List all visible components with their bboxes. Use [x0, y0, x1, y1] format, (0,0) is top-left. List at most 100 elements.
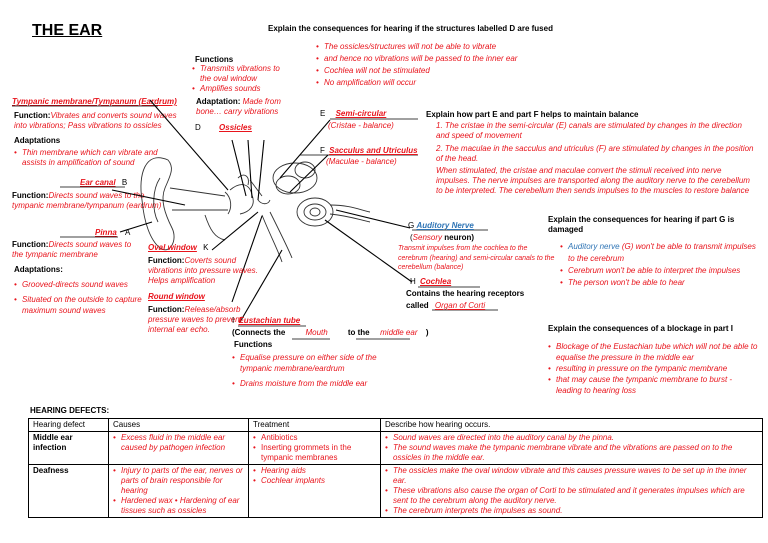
connects-mid: to the — [347, 328, 370, 337]
defects-table: Hearing defect Causes Treatment Describe… — [28, 418, 763, 518]
list-item: resulting in pressure on the tympanic me… — [548, 363, 758, 374]
ossicles-adaptation: Adaptation: Made from bone… carry vibrat… — [196, 97, 308, 117]
pinna-function: Function:Directs sound waves to the tymp… — [12, 240, 142, 260]
cochlea-label: H Cochlea — [410, 277, 451, 287]
tympanic-name: Tympanic membrane/Tympanum (Eardrum) — [12, 97, 177, 106]
connects-suffix: ) — [425, 328, 429, 337]
part-letter: A — [125, 228, 131, 237]
list-item: Excess fluid in the middle ear caused by… — [113, 433, 244, 453]
auditory-nerve-desc: Transmit impulses from the cochlea to th… — [398, 245, 555, 271]
eustachian-functions: Equalise pressure on either side of the … — [232, 352, 407, 389]
list-item: Situated on the outside to capture maxim… — [14, 294, 144, 316]
semicircular-label: E Semi-circular — [320, 109, 386, 119]
oval-window-function: Function:Coverts sound vibrations into p… — [148, 256, 258, 286]
sensory-word: Sensory — [412, 233, 443, 242]
list-item: Sound waves are directed into the audito… — [385, 433, 758, 443]
table-header-row: Hearing defect Causes Treatment Describe… — [28, 418, 763, 432]
list-item: Thin membrane which can vibrate and assi… — [14, 148, 174, 168]
receptor-name: Organ of Corti — [434, 301, 486, 310]
cochlea-contains: Contains the hearing receptors — [406, 289, 525, 298]
adaptation-label: Adaptation: — [196, 97, 241, 106]
part-name: Sacculus and Utriculus — [329, 146, 418, 155]
part-name: Ear canal — [80, 178, 116, 187]
balance-answer: 2. The maculae in the sacculus and utric… — [436, 144, 754, 163]
part-letter: I — [232, 316, 235, 325]
part-letter: D — [195, 123, 201, 132]
column-header: Describe how hearing occurs. — [380, 418, 763, 432]
part-name: Auditory Nerve — [416, 221, 474, 230]
list-item: Equalise pressure on either side of the … — [232, 352, 407, 374]
table-row: Middle ear infection Excess fluid in the… — [28, 431, 763, 465]
balance-answer: 1. The cristae in the semi-circular (E) … — [436, 121, 742, 140]
part-name: Pinna — [95, 228, 117, 237]
list-item: Inserting grommets in the tympanic membr… — [253, 443, 376, 463]
defect-describe: The ossicles make the oval window vibrat… — [380, 464, 763, 518]
connects-prefix: (Connects the — [232, 328, 286, 337]
function-label: Function: — [14, 111, 51, 120]
cochlea-called: called Organ of Corti — [406, 301, 485, 311]
eustachian-label: I Eustachian tube — [232, 316, 300, 326]
part-letter: K — [203, 243, 209, 252]
function-label: Function: — [12, 240, 49, 249]
eustachian-functions-heading: Functions — [234, 340, 273, 349]
list-item: These vibrations also cause the organ of… — [385, 486, 758, 506]
ear-canal-function: Function:Directs sound waves to the tymp… — [12, 191, 167, 211]
list-item: Auditory nerve (G) won't be able to tran… — [560, 241, 760, 265]
function-text: Coverts sound vibrations into pressure w… — [148, 256, 258, 285]
list-item: Blockage of the Eustachian tube which wi… — [548, 341, 758, 363]
defect-describe: Sound waves are directed into the audito… — [380, 431, 763, 465]
list-item: Drains moisture from the middle ear — [232, 378, 407, 389]
blockage-answers: Blockage of the Eustachian tube which wi… — [548, 341, 758, 396]
list-item: Hardened wax • Hardening of ear tissues … — [113, 496, 244, 516]
list-item: Cochlear implants — [253, 476, 376, 486]
page-title: THE EAR — [32, 22, 103, 39]
list-item: Amplifies sounds — [192, 84, 292, 94]
adaptation-text: Made from bone… carry vibrations — [196, 97, 281, 116]
list-item: that may cause the tympanic membrane to … — [548, 374, 758, 396]
part-letter: F — [320, 146, 325, 155]
part-name: Eustachian tube — [238, 316, 301, 325]
pinna-label: Pinna A — [95, 228, 130, 238]
paren: ( — [410, 233, 413, 242]
defects-title: HEARING DEFECTS: — [30, 406, 110, 415]
defect-treatment: Hearing aidsCochlear implants — [248, 464, 381, 518]
function-label: Function: — [148, 256, 185, 265]
column-header: Treatment — [248, 418, 381, 432]
part-letter: B — [121, 178, 128, 187]
question-fused: Explain the consequences for hearing if … — [268, 24, 553, 33]
list-item: Cochlea will not be stimulated — [316, 65, 566, 77]
defect-name: Middle ear infection — [28, 431, 109, 465]
tympanic-adaptations-heading: Adaptations — [14, 136, 61, 145]
tympanic-function: Function:Vibrates and converts sound wav… — [14, 111, 186, 131]
table-row: Deafness Injury to parts of the ear, ner… — [28, 464, 763, 518]
list-item: No amplification will occur — [316, 77, 566, 89]
part-name: Ossicles — [219, 123, 252, 132]
balance-answer: When stimulated, the cristae and maculae… — [436, 166, 750, 195]
list-item: The person won't be able to hear — [560, 277, 760, 289]
part-name: Semi-circular — [335, 109, 387, 118]
defect-name: Deafness — [28, 464, 109, 518]
neuron-word: neuron) — [442, 233, 475, 242]
list-item: The ossicles make the oval window vibrat… — [385, 466, 758, 486]
list-item: and hence no vibrations will be passed t… — [316, 53, 566, 65]
question-blockage: Explain the consequences of a blockage i… — [548, 324, 733, 333]
answer-blue: Auditory nerve — [568, 242, 620, 251]
sacculus-sub: (Maculae - balance) — [326, 157, 397, 166]
round-window-name: Round window — [148, 292, 205, 301]
connects-b: middle ear — [380, 328, 418, 337]
defect-causes: Injury to parts of the ear, nerves or pa… — [108, 464, 249, 518]
ossicles-functions: Transmits vibrations to the oval window … — [192, 64, 292, 94]
list-item: Grooved-directs sound waves — [14, 279, 144, 290]
part-letter: G — [408, 221, 415, 230]
called-word: called — [406, 301, 429, 310]
damaged-answers: Auditory nerve (G) won't be able to tran… — [560, 241, 760, 289]
defect-treatment: AntibioticsInserting grommets in the tym… — [248, 431, 381, 465]
pinna-adaptations-heading: Adaptations: — [14, 265, 63, 274]
sacculus-label: F Sacculus and Utriculus — [320, 146, 418, 156]
list-item: Injury to parts of the ear, nerves or pa… — [113, 466, 244, 496]
function-label: Function: — [148, 305, 185, 314]
list-item: The sound waves make the tympanic membra… — [385, 443, 758, 463]
question-balance: Explain how part E and part F helps to m… — [426, 110, 639, 119]
part-name: Oval window — [148, 243, 197, 252]
